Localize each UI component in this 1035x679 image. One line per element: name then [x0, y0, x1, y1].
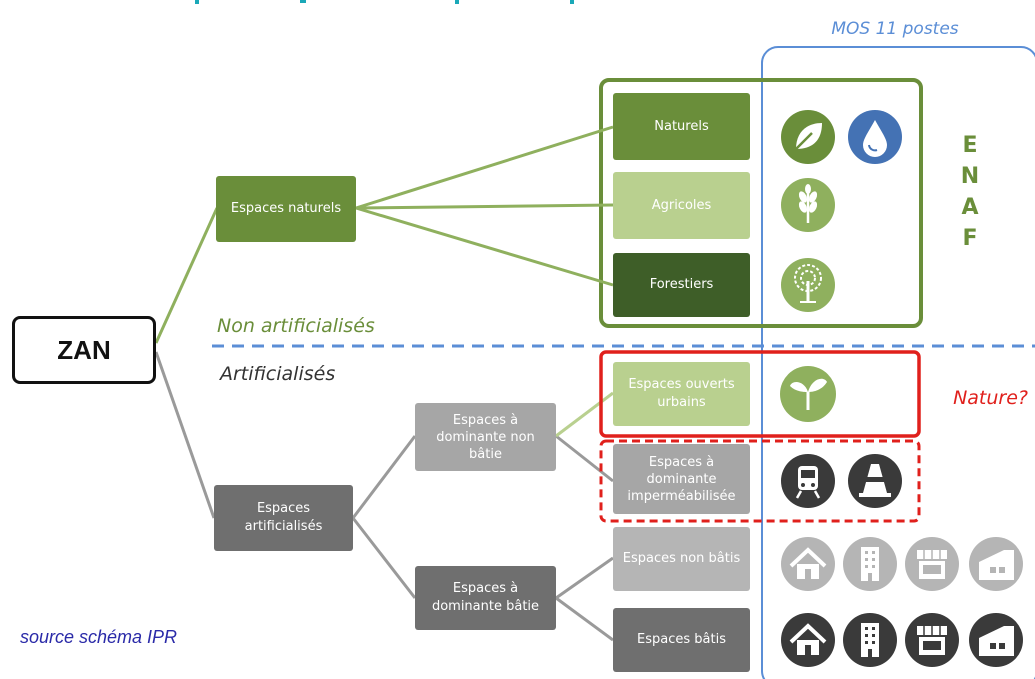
cut-off-title [195, 0, 574, 4]
tree-icon [781, 258, 835, 312]
shop-icon [905, 537, 959, 591]
enaf-letter-a: A [961, 195, 978, 220]
node-ouverts-urbains: Espaces ouverts urbains [613, 362, 750, 426]
node-label-line1: Espaces à [452, 581, 519, 596]
artificial-label: Artificialisés [218, 363, 335, 385]
mos-column-frame [761, 46, 1035, 679]
node-forestiers: Forestiers [613, 253, 750, 317]
enaf-letter-n: N [961, 164, 979, 189]
shop-icon [905, 613, 959, 667]
train-icon [781, 454, 835, 508]
node-label-line1: Espaces à [452, 412, 519, 428]
node-label: Naturels [654, 118, 709, 134]
node-espaces-artificialises: Espaces artificialisés [214, 485, 353, 551]
node-label: Agricoles [651, 197, 712, 213]
node-label: Forestiers [649, 277, 714, 292]
nature-solid-frame [599, 350, 921, 438]
sprout-icon [780, 366, 836, 422]
building-icon [843, 613, 897, 667]
node-label-line2: dominante [646, 471, 717, 487]
mos-label: MOS 11 postes [831, 19, 958, 39]
connector-light-green [555, 391, 614, 438]
impermeable-dashed-frame [599, 439, 921, 523]
source-caption: source schéma IPR [20, 627, 178, 647]
node-agricoles: Agricoles [613, 172, 750, 239]
factory-icon [969, 613, 1023, 667]
nature-question-label: Nature? [953, 387, 1028, 409]
factory-icon [969, 537, 1023, 591]
node-label-line3: imperméabilisée [627, 488, 736, 504]
leaf-icon [781, 110, 835, 164]
node-label-line1: Espaces [256, 501, 311, 516]
node-label: Espaces naturels [230, 201, 342, 216]
node-espaces-non-batis: Espaces non bâtis [613, 527, 750, 591]
connectors-grey [154, 351, 614, 642]
wheat-icon [781, 178, 835, 232]
node-dominante-non-batie: Espaces à dominante non bâtie [415, 403, 556, 471]
traffic-cone-icon [848, 454, 902, 508]
node-label: Espaces non bâtis [622, 551, 741, 566]
node-label-line1: Espaces à [648, 454, 715, 470]
house-icon [781, 537, 835, 591]
non-artificial-label: Non artificialisés [217, 315, 375, 337]
zan-root-box: ZAN [12, 316, 156, 384]
node-espaces-naturels: Espaces naturels [216, 176, 356, 242]
node-espaces-batis: Espaces bâtis [613, 608, 750, 672]
node-label-line1: Espaces ouverts [628, 377, 735, 392]
node-label-line2: urbains [657, 395, 706, 410]
enaf-label: E N A F [961, 133, 979, 251]
house-icon [781, 613, 835, 667]
node-naturels: Naturels [613, 93, 750, 160]
node-dominante-batie: Espaces à dominante bâtie [415, 566, 556, 630]
node-label-line2: artificialisés [244, 519, 323, 534]
water-drop-icon [848, 110, 902, 164]
connectors-green [154, 125, 614, 344]
enaf-frame [599, 78, 923, 328]
node-label-line2: dominante non [436, 429, 535, 445]
enaf-letter-e: E [962, 133, 977, 158]
building-icon [843, 537, 897, 591]
node-label-line2: dominante bâtie [431, 599, 540, 614]
node-label: Espaces bâtis [637, 632, 726, 647]
node-impermeabilisee: Espaces à dominante imperméabilisée [613, 444, 750, 514]
enaf-letter-f: F [962, 226, 977, 251]
node-label-line3: bâtie [469, 446, 502, 462]
zan-label: ZAN [57, 335, 111, 365]
